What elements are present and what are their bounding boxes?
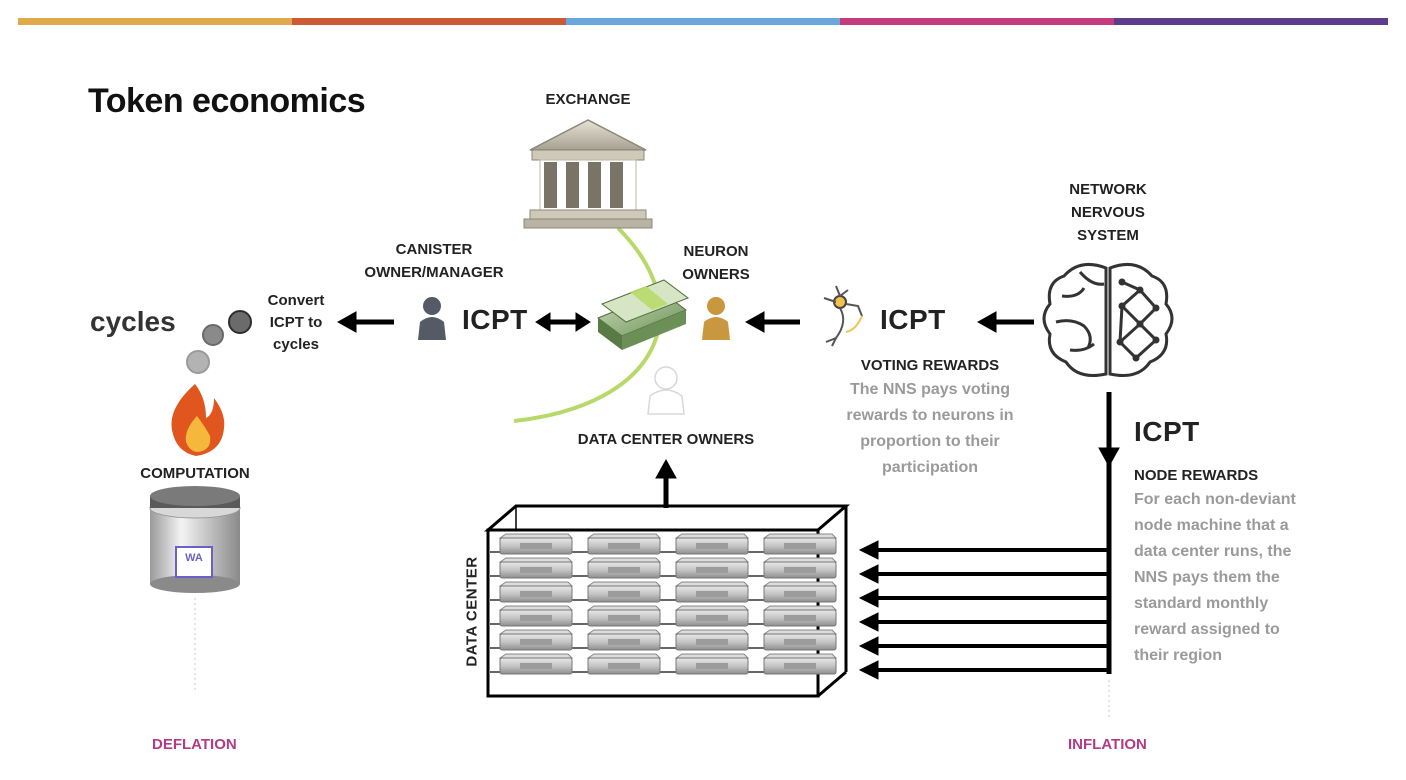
canister-owner-label-line1: CANISTER [395,241,473,258]
node-rewards-title: NODE REWARDS [1134,467,1259,484]
server-unit [498,653,574,675]
server-grid [490,533,838,675]
neuron-owner-person-icon [702,297,730,340]
server-unit [762,629,838,651]
server-unit [586,581,662,603]
server-unit [498,605,574,627]
convert-label-line2: ICPT to [269,314,323,331]
server-unit [586,653,662,675]
top-color-bar [18,18,1388,25]
server-unit [674,533,750,555]
node-rewards-block: NODE REWARDS For each non-deviant node m… [1134,464,1364,669]
server-unit [586,533,662,555]
nns-label-line3: SYSTEM [1077,227,1139,244]
node-rewards-line5: standard monthly [1134,595,1269,612]
neuron-owners-label-line1: NEURON [683,243,749,260]
server-unit [674,581,750,603]
top-bar-segment-4 [840,18,1114,25]
top-bar-segment-1 [18,18,292,25]
server-unit [586,605,662,627]
server-unit [762,653,838,675]
neuron-owners-label: NEURON OWNERS [668,240,764,286]
voting-rewards-line4: participation [881,459,978,476]
node-rewards-line4: NNS pays them the [1134,569,1280,586]
server-unit [762,581,838,603]
node-rewards-line3: data center runs, the [1134,543,1292,560]
neuron-owners-label-line2: OWNERS [682,266,750,283]
server-unit [674,605,750,627]
money-stack-icon [596,279,690,350]
server-unit [674,653,750,675]
node-rewards-line7: their region [1134,647,1223,664]
voting-rewards-title: VOTING REWARDS [860,357,1000,374]
convert-label-line3: cycles [273,336,319,353]
top-bar-segment-3 [566,18,840,25]
server-unit [762,557,838,579]
nns-label-line2: NERVOUS [1071,204,1145,221]
flame-icon [171,384,225,456]
nns-label: NETWORK NERVOUS SYSTEM [1050,178,1166,247]
flow-arrows [336,311,1120,680]
database-cylinder-icon [149,486,241,593]
server-unit [762,605,838,627]
node-rewards-line2: node machine that a [1134,517,1289,534]
voting-rewards-block: VOTING REWARDS The NNS pays voting rewar… [820,354,1040,481]
server-unit [498,629,574,651]
convert-label-line1: Convert [267,292,325,309]
top-bar-segment-2 [292,18,566,25]
canister-owner-label: CANISTER OWNER/MANAGER [354,238,514,284]
data-center-owners-label: DATA CENTER OWNERS [577,431,755,448]
top-bar-segment-5 [1114,18,1388,25]
server-unit [674,629,750,651]
server-unit [498,533,574,555]
exchange-label: EXCHANGE [545,91,631,108]
server-unit [586,557,662,579]
data-center-rack [483,504,851,698]
coins-icon [186,310,252,374]
inflation-label: INFLATION [1068,736,1147,753]
server-unit [762,533,838,555]
server-unit [498,557,574,579]
server-unit [498,581,574,603]
node-rewards-line6: reward assigned to [1134,621,1280,638]
deflation-label: DEFLATION [152,736,237,753]
exchange-flow-curve [513,226,662,423]
data-center-owner-person-icon [647,366,685,415]
brain-icon [1042,262,1174,377]
icpt-left-label: ICPT [462,304,528,335]
webassembly-badge: WA [185,552,203,564]
bank-icon [523,119,653,229]
canister-owner-person-icon [418,297,446,340]
server-unit [674,557,750,579]
brain-node-dots [1116,278,1160,362]
nns-label-line1: NETWORK [1069,181,1147,198]
computation-label: COMPUTATION [140,465,250,482]
node-rewards-line1: For each non-deviant [1134,491,1296,508]
voting-rewards-line3: proportion to their [860,433,1000,450]
server-unit [586,629,662,651]
data-center-label: DATA CENTER [463,556,481,667]
canister-owner-label-line2: OWNER/MANAGER [364,264,504,281]
convert-label: Convert ICPT to cycles [258,290,334,356]
voting-rewards-line2: rewards to neurons in [846,407,1014,424]
icpt-right-label: ICPT [880,304,946,335]
neuron-icon [823,285,863,347]
cycles-label: cycles [90,306,176,337]
icpt-down-label: ICPT [1134,416,1200,447]
slide-title: Token economics [88,82,366,120]
voting-rewards-line1: The NNS pays voting [849,381,1011,398]
